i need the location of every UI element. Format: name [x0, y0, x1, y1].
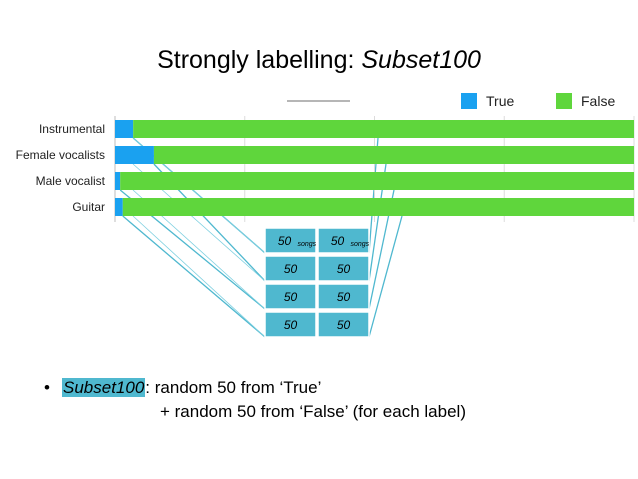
bullet-line1-text: : random 50 from ‘True’ [145, 378, 322, 397]
bar-false [122, 198, 634, 216]
bar-true [115, 172, 121, 190]
legend-label-true: True [486, 93, 514, 109]
legend-swatch-false [556, 93, 572, 109]
connector-true-thin [132, 215, 266, 338]
table-cell [317, 255, 370, 282]
legend-label-false: False [581, 93, 615, 109]
chart-legend: True False [287, 93, 615, 109]
table-cell-value: 50 [284, 318, 298, 332]
table-header-num: 50 [278, 234, 292, 248]
subset-table: 50 songs 50 songs 50 50 50 50 50 50 [264, 227, 370, 338]
table-cell [264, 311, 317, 338]
slide-title-prefix: Strongly labelling: [157, 46, 362, 74]
connector-true [122, 215, 266, 338]
table-header-cell [264, 227, 317, 254]
table-cell [264, 283, 317, 310]
bar-true [115, 198, 123, 216]
table-header-sub: songs [298, 241, 317, 248]
category-label: Female vocalists [16, 148, 105, 162]
table-header-cell [317, 227, 370, 254]
table-cell-value: 50 [337, 318, 351, 332]
bullet-point: • Subset100: random 50 from ‘True’ + rand… [44, 376, 466, 424]
table-cell [317, 311, 370, 338]
category-label: Guitar [72, 200, 105, 214]
category-label: Male vocalist [36, 174, 106, 188]
table-cell [264, 255, 317, 282]
subset-highlight: Subset100 [62, 378, 146, 397]
table-cell [317, 283, 370, 310]
bar-false [153, 146, 635, 164]
table-cell-value: 50 [337, 290, 351, 304]
legend-swatch-true [461, 93, 477, 109]
bar-true [115, 146, 154, 164]
bullet-line2-text: + random 50 from ‘False’ (for each label… [160, 402, 466, 421]
slide-title-emphasis: Subset100 [361, 46, 481, 74]
table-header-sub: songs [351, 241, 370, 248]
category-label: Instrumental [39, 122, 105, 136]
slide-title: Strongly labelling: Subset100 [0, 46, 638, 75]
bar-false [133, 120, 635, 138]
bar-false [120, 172, 634, 190]
bullet-dot: • [44, 378, 50, 397]
chart-bars [115, 120, 635, 216]
table-cell-value: 50 [284, 290, 298, 304]
table-cell-value: 50 [337, 262, 351, 276]
table-cell-value: 50 [284, 262, 298, 276]
table-header-num: 50 [331, 234, 345, 248]
bar-true [115, 120, 134, 138]
connector-false [368, 215, 403, 338]
